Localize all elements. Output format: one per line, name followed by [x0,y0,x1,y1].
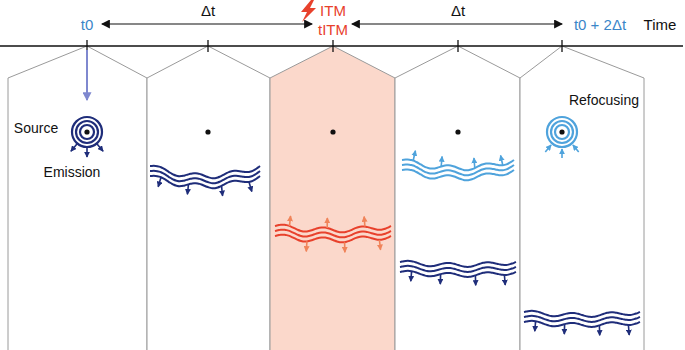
wave-arrow [71,143,77,151]
part-label: Source [14,121,58,135]
emission-wave-circle [80,125,94,139]
wavefront [524,316,640,322]
tick-mark [457,40,458,52]
wave-arrow [344,242,346,252]
wave-arrow [305,241,307,251]
wavefront [400,266,516,272]
wave-arrow [413,151,415,161]
wave-arrow [473,158,475,168]
event-label: ITM [320,3,346,18]
wave-arrow [504,275,506,285]
wavefront [400,271,516,277]
wave-arrow [440,157,442,167]
interval-label: Δt [201,3,215,18]
wave-arrow [363,217,365,227]
wave-arrow [249,182,252,192]
time-axis [0,45,683,46]
wave-arrow [379,240,380,250]
axis-label: Time [644,17,677,32]
wave-arrow [410,271,412,281]
refocusing-wave-circle [551,121,573,143]
time-panel [520,46,644,350]
source-dot [455,129,460,134]
interval-arrow [102,23,312,24]
interval-label: Δt [451,3,465,18]
source-dot [84,129,89,134]
lightning-icon [301,0,316,22]
wavefront [275,235,391,243]
wavefront [524,311,640,317]
time-label: t0 + 2Δt [574,17,626,32]
time-label: tITM [318,22,348,37]
wave-arrow [187,184,188,194]
source-dot [559,129,564,134]
wavefront [150,176,260,188]
time-panel [8,46,147,350]
tick-mark [332,40,333,52]
interval-arrow [352,23,562,24]
wave-arrow [222,186,223,196]
time-panel [147,46,270,350]
wavefront [400,261,516,267]
wave-arrow [439,274,441,284]
wave-arrow [534,321,536,331]
wave-arrow [501,156,503,166]
refocusing-wave-circle [555,125,569,139]
tick-mark [207,40,208,52]
wave-arrow [158,177,161,187]
wave-arrow [475,275,477,285]
source-dot [205,129,210,134]
wave-arrow [326,218,328,228]
tick-mark [561,40,562,52]
wavefront [402,170,514,181]
emission-trigger-arrow [86,50,88,100]
wave-arrow [545,145,551,152]
wave-arrow [290,216,291,226]
emission-wave-circle [76,121,98,143]
process-label: Refocusing [569,93,639,107]
time-label: t0 [81,17,94,32]
time-panel [270,46,395,350]
source-dot [330,129,335,134]
wave-arrow [86,147,88,157]
refocusing-wave-circle [547,117,577,147]
wavefront [524,321,640,327]
wave-arrow [561,149,563,158]
wave-arrow [563,324,565,334]
process-label: Emission [44,165,101,179]
wave-arrow [97,143,103,151]
emission-wave-circle [72,117,102,147]
time-panel [395,46,520,350]
wave-arrow [573,145,579,152]
wave-arrow [628,325,630,335]
wave-arrow [599,325,601,335]
